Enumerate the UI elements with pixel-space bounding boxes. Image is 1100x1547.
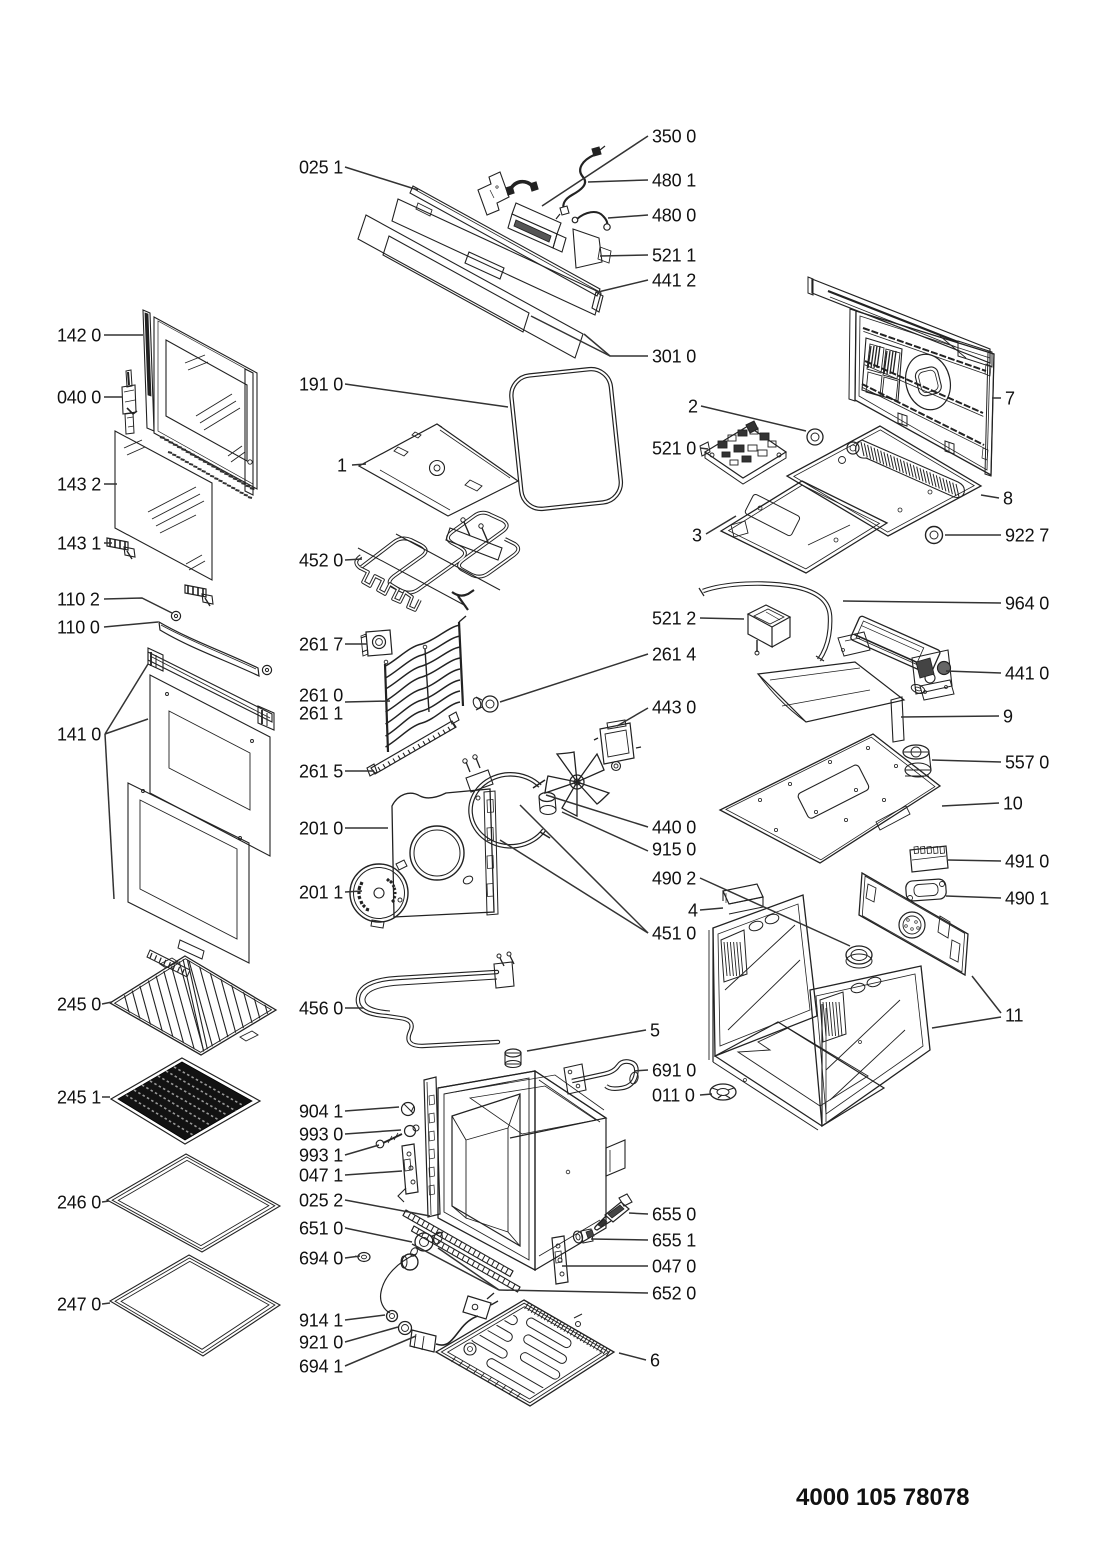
svg-text:480 1: 480 1: [652, 171, 696, 191]
svg-text:245 1: 245 1: [57, 1088, 101, 1108]
svg-text:261 5: 261 5: [299, 762, 343, 782]
svg-text:652 0: 652 0: [652, 1284, 696, 1304]
svg-text:3: 3: [692, 526, 702, 546]
svg-text:261 7: 261 7: [299, 635, 343, 655]
svg-text:441 2: 441 2: [652, 271, 696, 291]
svg-text:921 0: 921 0: [299, 1333, 343, 1353]
svg-text:914 1: 914 1: [299, 1311, 343, 1331]
svg-text:694 1: 694 1: [299, 1357, 343, 1377]
svg-text:964 0: 964 0: [1005, 594, 1049, 614]
svg-text:350 0: 350 0: [652, 127, 696, 147]
svg-text:452 0: 452 0: [299, 551, 343, 571]
svg-text:993 0: 993 0: [299, 1125, 343, 1145]
svg-text:247 0: 247 0: [57, 1295, 101, 1315]
svg-text:011 0: 011 0: [652, 1086, 695, 1106]
svg-text:1: 1: [337, 456, 347, 476]
svg-text:451 0: 451 0: [652, 924, 696, 944]
svg-text:245 0: 245 0: [57, 995, 101, 1015]
svg-text:904 1: 904 1: [299, 1102, 343, 1122]
svg-text:047 0: 047 0: [652, 1257, 696, 1277]
svg-text:261 1: 261 1: [299, 704, 343, 724]
svg-text:191 0: 191 0: [299, 375, 343, 395]
svg-text:441 0: 441 0: [1005, 664, 1049, 684]
svg-text:8: 8: [1003, 489, 1013, 509]
svg-text:261 0: 261 0: [299, 686, 343, 706]
svg-text:141 0: 141 0: [57, 725, 101, 745]
svg-text:110 2: 110 2: [57, 590, 100, 610]
svg-text:6: 6: [650, 1351, 660, 1371]
svg-text:655 0: 655 0: [652, 1205, 696, 1225]
svg-text:443 0: 443 0: [652, 698, 696, 718]
svg-text:4000 105 78078: 4000 105 78078: [796, 1484, 970, 1511]
svg-text:142 0: 142 0: [57, 326, 101, 346]
svg-text:694 0: 694 0: [299, 1249, 343, 1269]
svg-text:993 1: 993 1: [299, 1146, 343, 1166]
svg-text:110 0: 110 0: [57, 618, 100, 638]
svg-text:040 0: 040 0: [57, 388, 101, 408]
svg-text:301 0: 301 0: [652, 347, 696, 367]
svg-text:143 2: 143 2: [57, 475, 101, 495]
svg-text:2: 2: [688, 397, 698, 417]
svg-text:11: 11: [1005, 1006, 1023, 1026]
svg-text:10: 10: [1003, 794, 1023, 814]
svg-text:143 1: 143 1: [57, 534, 101, 554]
svg-text:9: 9: [1003, 707, 1013, 727]
svg-text:651 0: 651 0: [299, 1219, 343, 1239]
svg-text:456 0: 456 0: [299, 999, 343, 1019]
svg-text:201 0: 201 0: [299, 819, 343, 839]
svg-text:691 0: 691 0: [652, 1061, 696, 1081]
svg-text:201 1: 201 1: [299, 883, 343, 903]
svg-text:521 2: 521 2: [652, 609, 696, 629]
svg-text:246 0: 246 0: [57, 1193, 101, 1213]
svg-text:261 4: 261 4: [652, 645, 696, 665]
svg-text:4: 4: [688, 901, 698, 921]
svg-text:480 0: 480 0: [652, 206, 696, 226]
svg-text:025 2: 025 2: [299, 1191, 343, 1211]
svg-text:025 1: 025 1: [299, 158, 343, 178]
svg-text:557 0: 557 0: [1005, 753, 1049, 773]
svg-text:440 0: 440 0: [652, 818, 696, 838]
svg-text:490 2: 490 2: [652, 869, 696, 889]
svg-text:521 0: 521 0: [652, 439, 696, 459]
svg-text:922 7: 922 7: [1005, 526, 1049, 546]
svg-text:5: 5: [650, 1021, 660, 1041]
svg-text:521 1: 521 1: [652, 246, 696, 266]
svg-text:491 0: 491 0: [1005, 852, 1049, 872]
svg-text:915 0: 915 0: [652, 840, 696, 860]
svg-text:047 1: 047 1: [299, 1166, 343, 1186]
svg-text:490 1: 490 1: [1005, 889, 1049, 909]
svg-text:655 1: 655 1: [652, 1231, 696, 1251]
svg-text:7: 7: [1005, 389, 1015, 409]
